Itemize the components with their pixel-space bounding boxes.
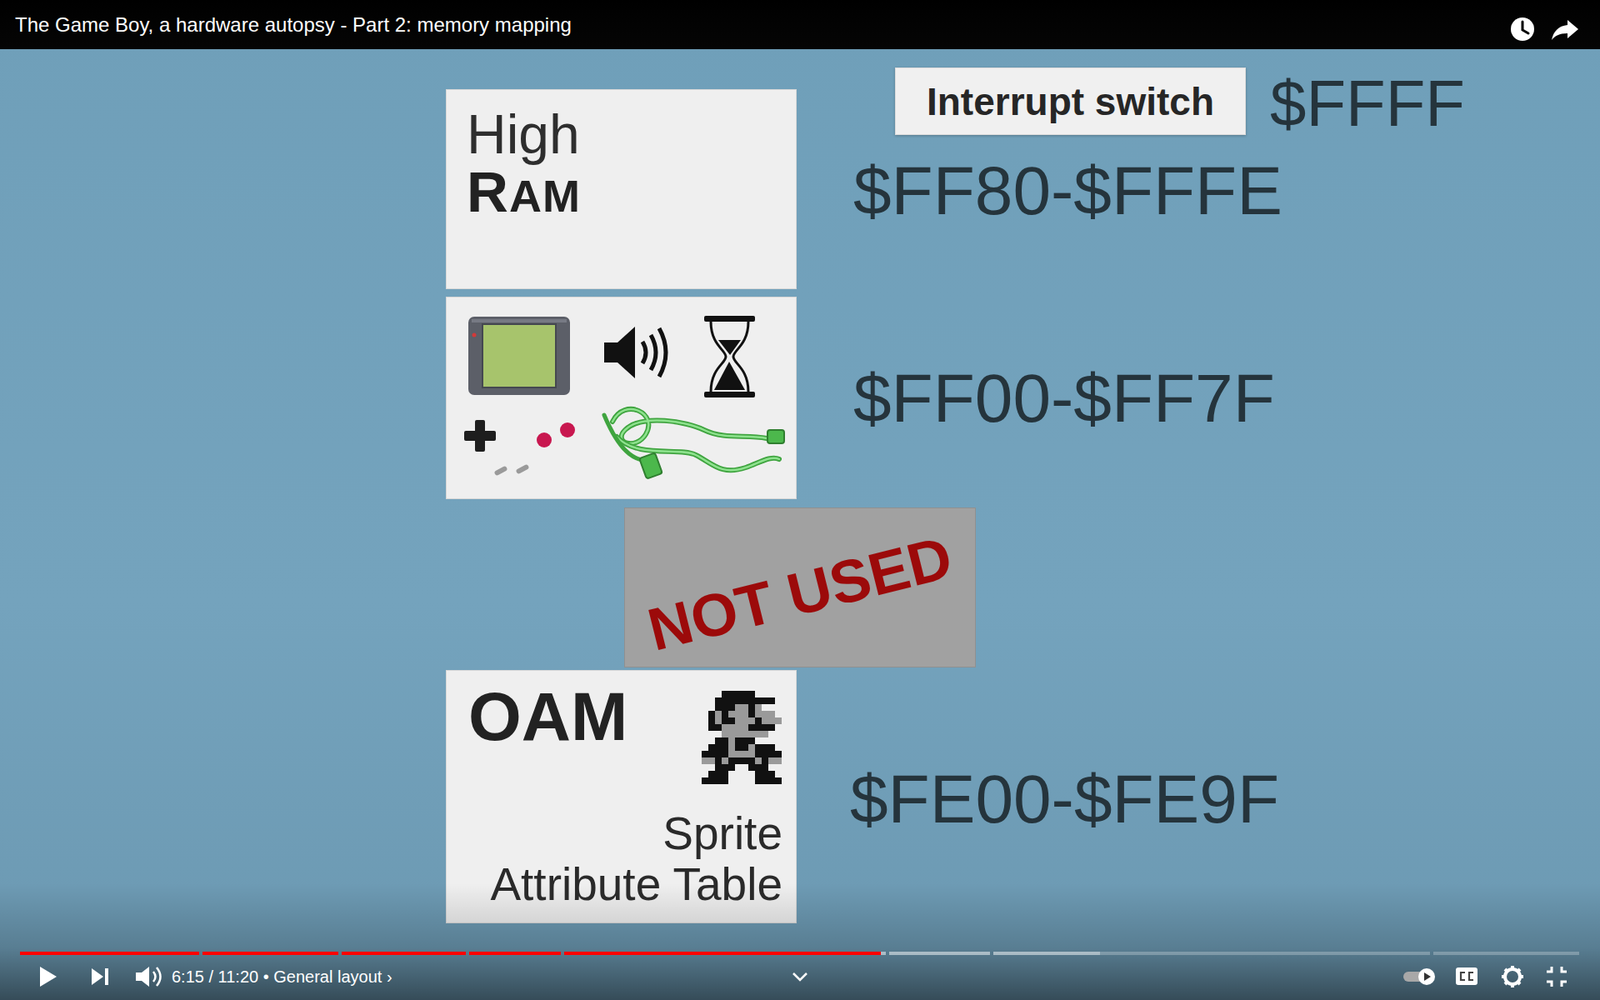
region-text: RAM	[466, 161, 776, 223]
sprite-illustration	[701, 690, 782, 785]
interrupt-switch-box: Interrupt switch	[895, 67, 1246, 135]
high-ram-box: HighRAM	[445, 89, 797, 290]
playback-time-label: 6:15 / 11:20 • General layout ›	[171, 968, 393, 985]
oam-box: OAM Sprite Attribute Table	[445, 670, 797, 924]
top-bar-icons	[1491, 8, 1592, 50]
address-label: $FFFF	[1270, 70, 1465, 136]
video-title: The Game Boy, a hardware autopsy - Part …	[0, 0, 1600, 50]
region-text: OAM	[468, 682, 783, 751]
address-label: $FF80-$FFFE	[853, 156, 1283, 225]
region-text: Interrupt switch	[926, 79, 1215, 125]
address-label: $FF00-$FF7F	[853, 364, 1275, 433]
region-text: NOT USED	[641, 522, 960, 665]
region-text: Sprite Attribute Table	[486, 808, 783, 911]
player-top-bar: The Game Boy, a hardware autopsy - Part …	[0, 0, 1600, 50]
io-registers-illustration	[445, 296, 797, 500]
unused-region-box: NOT USED	[624, 507, 976, 668]
address-label: $FE00-$FE9F	[850, 765, 1280, 834]
region-text: High	[466, 106, 776, 162]
